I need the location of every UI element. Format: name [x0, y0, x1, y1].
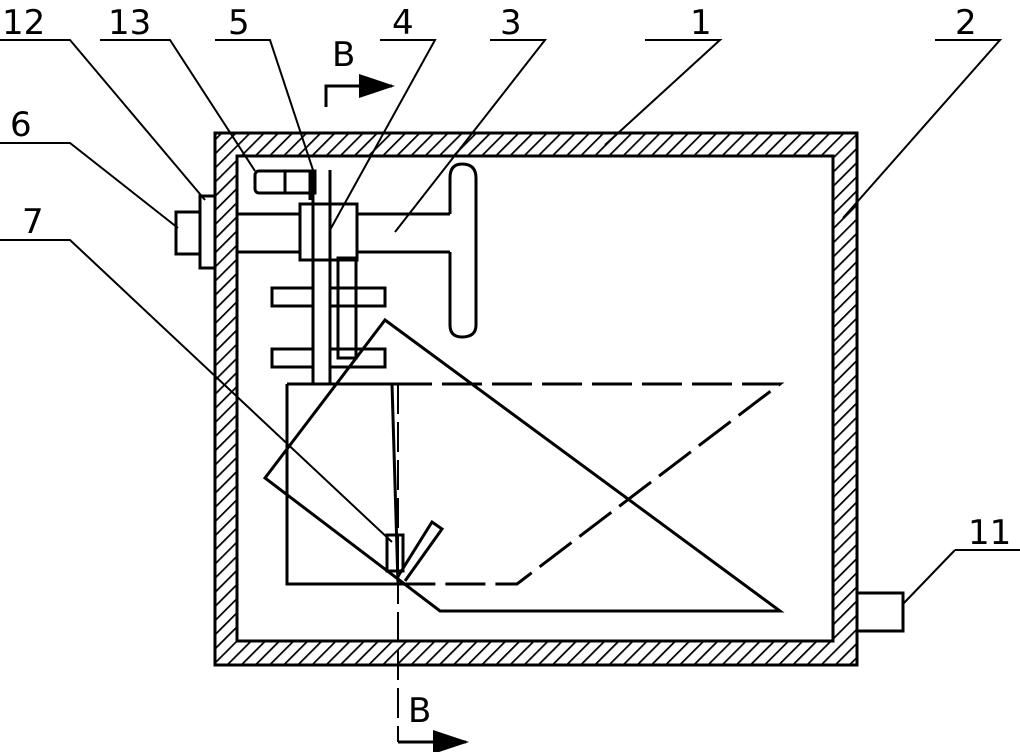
callout-5: 5 [228, 3, 250, 43]
callout-6: 6 [10, 105, 32, 145]
callout-7: 7 [22, 202, 44, 242]
housing-wall [213, 131, 859, 667]
top-component [253, 169, 317, 200]
section-label-bottom: B [408, 691, 431, 731]
callout-11: 11 [968, 513, 1011, 553]
leader-lines [0, 39, 1020, 605]
callout-1: 1 [690, 3, 712, 43]
callout-12: 12 [2, 3, 45, 43]
right-port [855, 591, 905, 633]
left-port [174, 194, 217, 270]
tilted-plate [262, 317, 785, 613]
callout-13: 13 [108, 3, 151, 43]
spindle [270, 170, 387, 385]
pivot [385, 519, 445, 582]
section-line: B B [324, 35, 469, 752]
callout-labels: 12 13 5 4 3 1 2 6 7 11 [2, 3, 1011, 553]
callout-2: 2 [955, 3, 977, 43]
callout-3: 3 [500, 3, 522, 43]
lower-plate [285, 382, 785, 586]
callout-4: 4 [392, 3, 414, 43]
section-label-top: B [332, 35, 355, 75]
